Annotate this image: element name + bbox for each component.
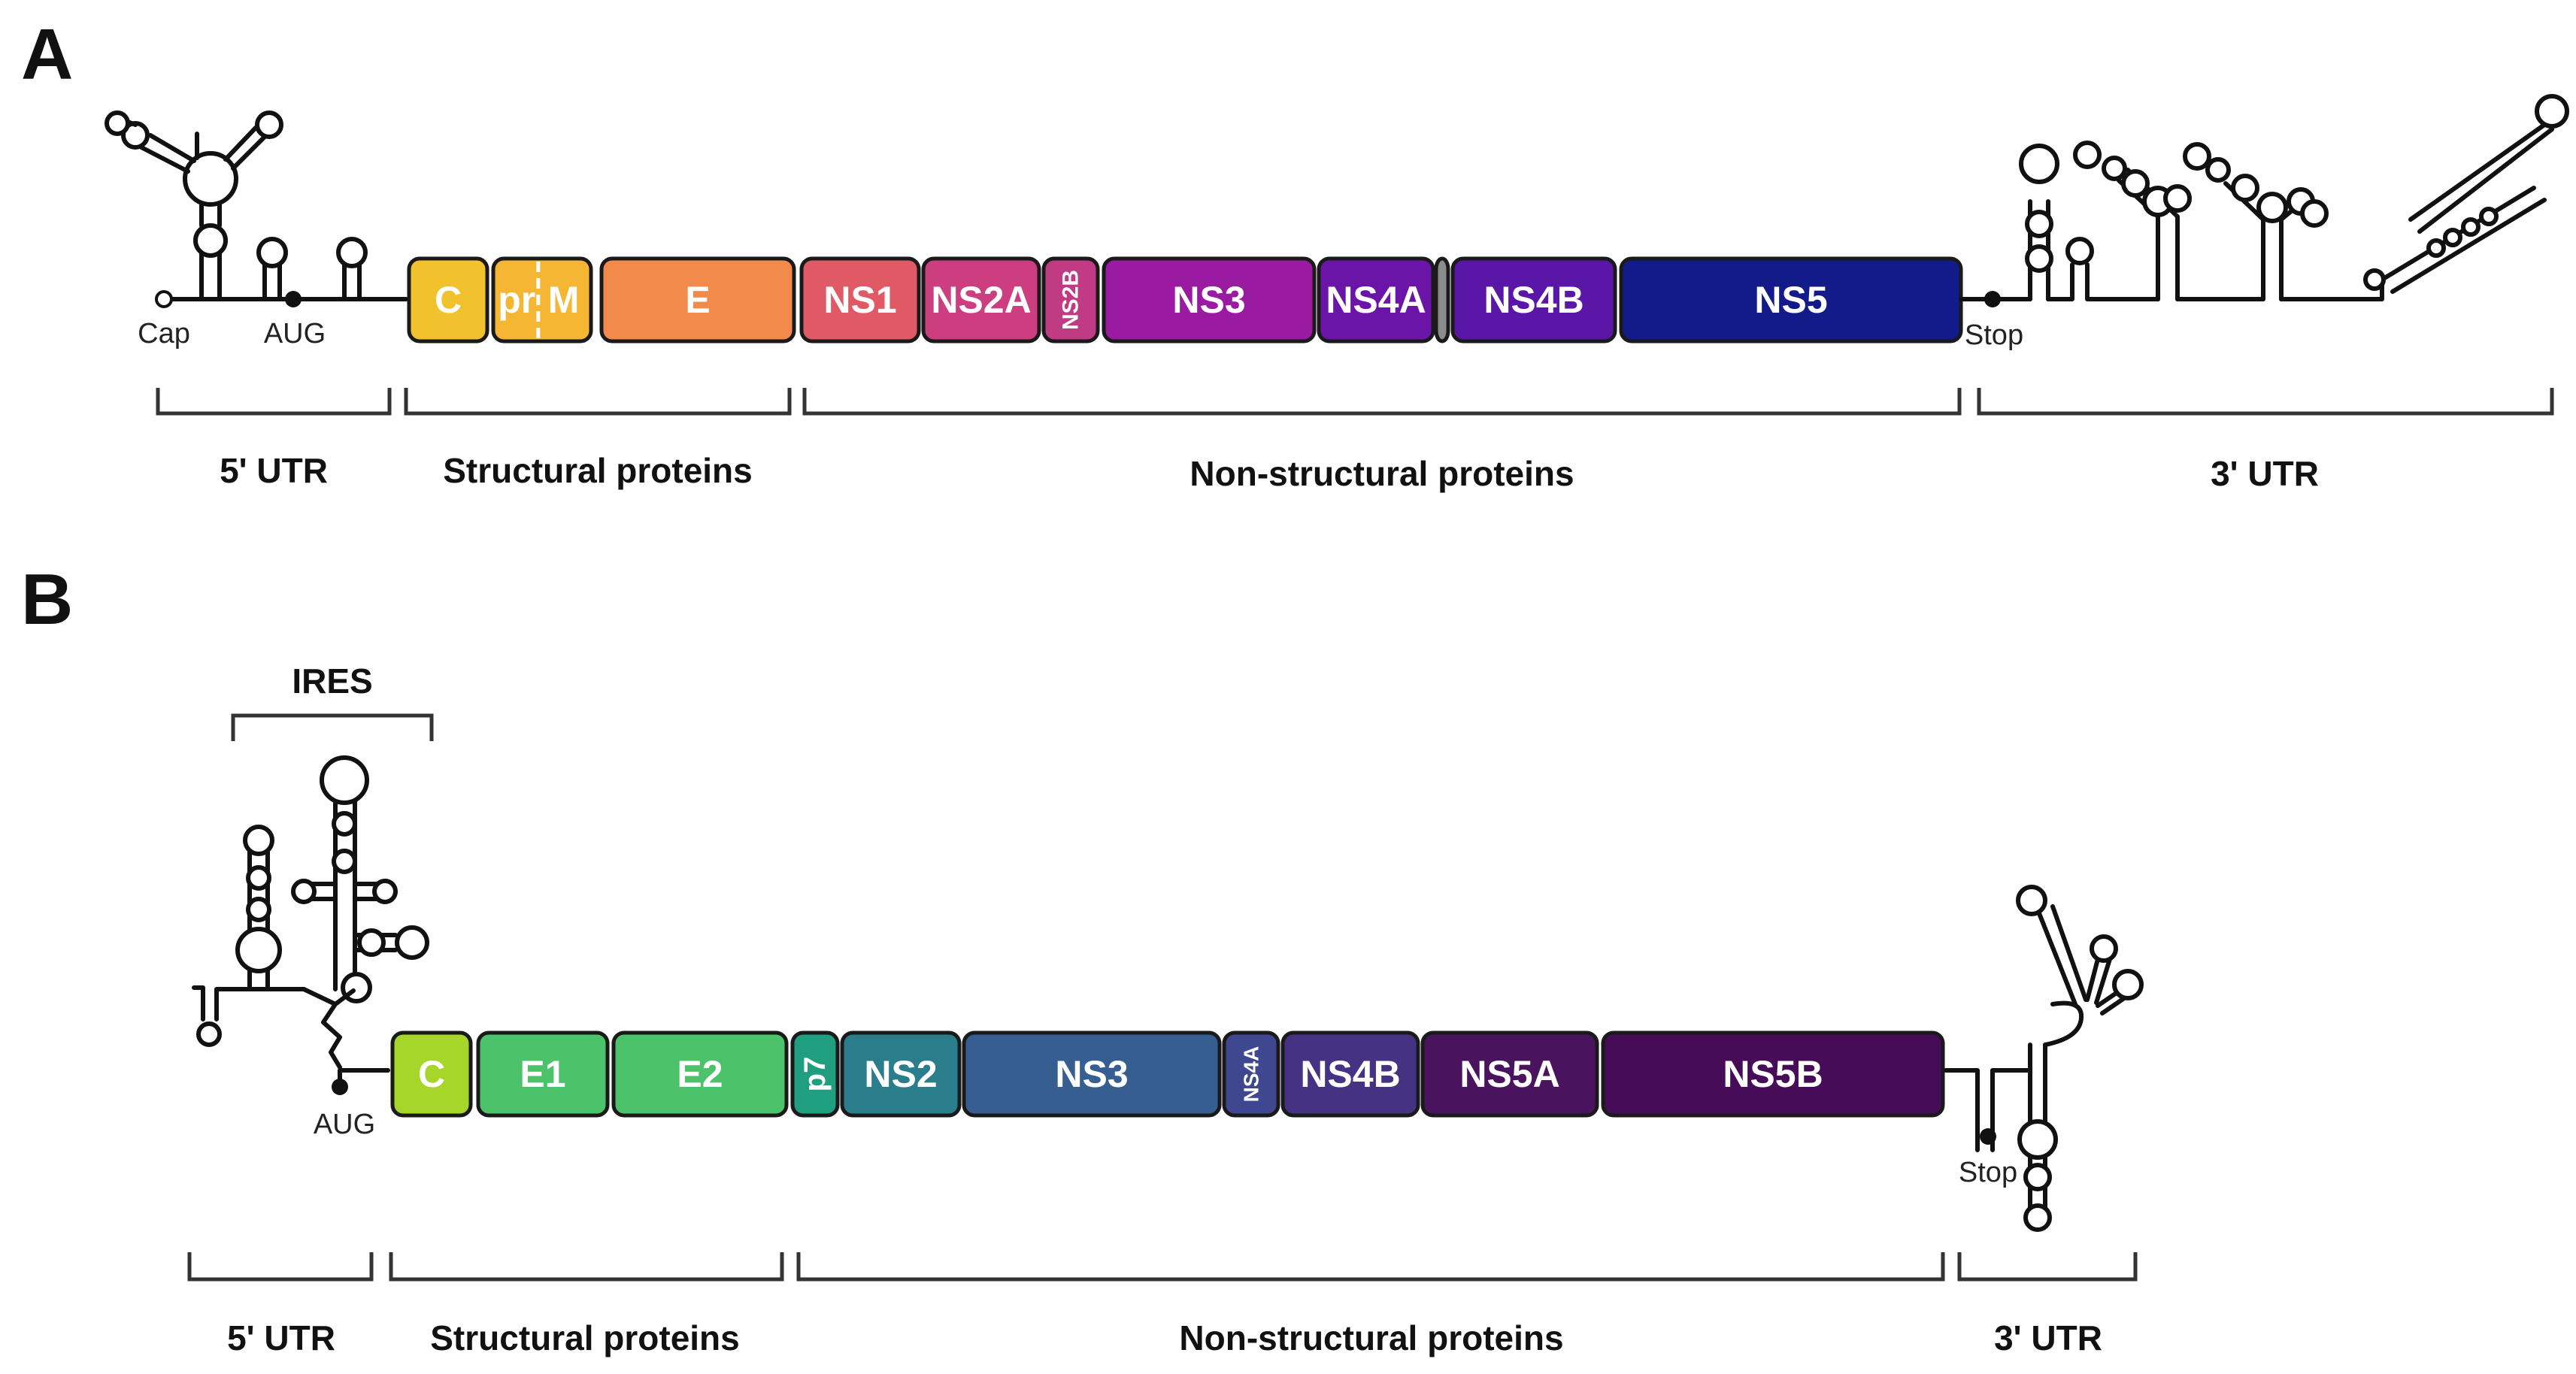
segment-ns4a-label: NS4A xyxy=(1326,279,1426,321)
label-5utr-b: 5' UTR xyxy=(227,1318,335,1357)
panel-b-ires-rna xyxy=(192,755,429,1095)
aug-label-b: AUG xyxy=(314,1109,375,1140)
segment-ns2b-5-box xyxy=(1041,256,1100,344)
segment-ns4b-9-box xyxy=(1450,256,1617,344)
segment-m-label: M xyxy=(548,279,580,321)
panel-a-3utr-rna xyxy=(1959,94,2569,307)
bracket-5utr xyxy=(156,388,392,416)
segment-ns4a-label: NS4A xyxy=(1240,1046,1263,1103)
segment-ns4b-label: NS4B xyxy=(1483,279,1583,321)
segment-c-label: C xyxy=(435,279,462,321)
stop-marker xyxy=(1984,291,2001,307)
segment-e2-box xyxy=(611,1030,789,1118)
segment-c-label: C xyxy=(418,1053,445,1095)
segment-spacer-8-box xyxy=(1434,256,1450,344)
label-nonstructural-b: Non-structural proteins xyxy=(1179,1318,1563,1357)
panel-b-polyprotein: C E1 E2 p7 NS2 NS3 NS4A NS4B NS5A NS5B xyxy=(390,1030,1945,1118)
segment-ns3-box xyxy=(962,1030,1222,1118)
segment-ns2b-label: NS2B xyxy=(1059,270,1083,330)
panel-a-5utr-rna xyxy=(105,110,408,308)
stop-label: Stop xyxy=(1965,319,2023,351)
segment-ns2-box xyxy=(840,1030,962,1118)
aug-label: AUG xyxy=(264,318,326,350)
segment-e-label: E xyxy=(685,279,710,321)
segment-e2-label: E2 xyxy=(677,1053,723,1095)
panel-b-letter: B xyxy=(21,559,73,640)
segment-p7-box xyxy=(790,1030,840,1118)
segment-c-0-box xyxy=(407,256,489,344)
stop-label-b: Stop xyxy=(1959,1157,2017,1188)
label-nonstructural: Non-structural proteins xyxy=(1190,454,1574,493)
label-3utr-b: 3' UTR xyxy=(1994,1318,2102,1357)
segment-ns3-label: NS3 xyxy=(1055,1053,1128,1095)
segment-ns4a-box xyxy=(1222,1030,1280,1118)
segment-ns4b-label: NS4B xyxy=(1300,1053,1400,1095)
segment-p7-label: p7 xyxy=(799,1057,832,1092)
bracket-nonstructural xyxy=(802,388,1962,416)
panel-a-letter: A xyxy=(21,14,73,95)
bracket-ires xyxy=(231,713,434,741)
panel-b-3utr-rna xyxy=(1944,885,2144,1232)
aug-marker-b xyxy=(332,1079,348,1095)
segment-ns3-6-box xyxy=(1102,256,1317,344)
segment-ns4b-box xyxy=(1280,1030,1420,1118)
bracket-structural-b xyxy=(389,1252,784,1282)
segment-ns5b-label: NS5B xyxy=(1723,1053,1823,1095)
segment-ns3-label: NS3 xyxy=(1172,279,1245,321)
label-structural: Structural proteins xyxy=(443,451,753,490)
panel-b: B IRES xyxy=(21,559,2144,1357)
segment-e1-label: E1 xyxy=(520,1053,565,1095)
segment-c-box xyxy=(390,1030,473,1118)
label-5utr: 5' UTR xyxy=(220,451,328,490)
segment-pr-1-box xyxy=(491,256,593,344)
segment-ns2a-4-box xyxy=(921,256,1041,344)
segment-ns2a-label: NS2A xyxy=(931,279,1031,321)
bracket-3utr xyxy=(1977,388,2554,416)
cap-marker xyxy=(155,290,173,308)
segment-ns5b-box xyxy=(1601,1030,1945,1118)
segment-ns2-label: NS2 xyxy=(864,1053,937,1095)
stop-marker-b xyxy=(1980,1128,1996,1145)
segment-ns5a-label: NS5A xyxy=(1459,1053,1559,1095)
cap-label: Cap xyxy=(138,318,190,350)
bracket-structural xyxy=(404,388,792,416)
segment-ns1-label: NS1 xyxy=(823,279,896,321)
segment-pr-label: pr xyxy=(498,279,535,321)
segment-ns1-3-box xyxy=(799,256,921,344)
segment-e-2-box xyxy=(599,256,796,344)
segment-ns5-label: NS5 xyxy=(1754,279,1827,321)
segment-ns4a-7-box xyxy=(1317,256,1435,344)
bracket-nonstructural-b xyxy=(796,1252,1945,1282)
segment-ns5a-box xyxy=(1420,1030,1599,1118)
label-3utr: 3' UTR xyxy=(2211,454,2319,493)
bracket-5utr-b xyxy=(187,1252,374,1282)
label-structural-b: Structural proteins xyxy=(430,1318,740,1357)
bracket-3utr-b xyxy=(1957,1252,2138,1282)
segment-e1-box xyxy=(476,1030,610,1118)
aug-marker xyxy=(285,291,302,307)
label-ires: IRES xyxy=(292,661,372,701)
